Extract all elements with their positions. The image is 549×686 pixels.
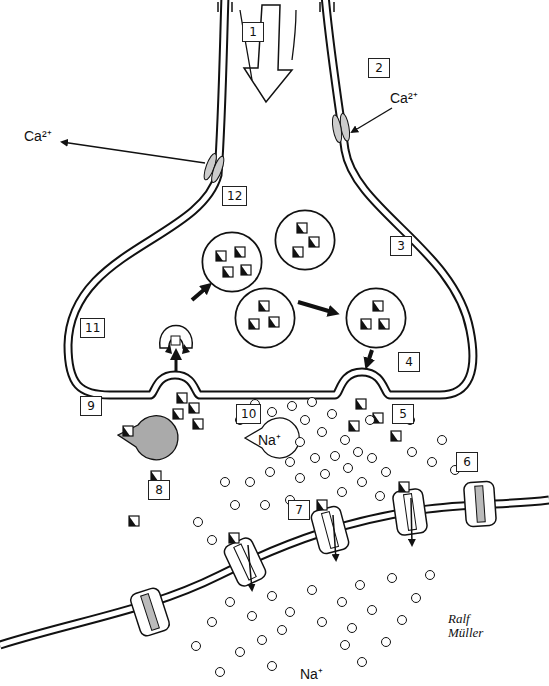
callout-number-box: 3	[390, 236, 412, 256]
callout-number: 11	[85, 321, 100, 335]
callout-number: 1	[249, 25, 257, 39]
callout-number-box: 10	[236, 404, 261, 424]
callout-number: 5	[399, 407, 407, 421]
callout-number: 12	[227, 189, 242, 203]
callout-number-box: 5	[392, 404, 414, 424]
callout-number-box: 7	[288, 500, 310, 520]
callout-number-box: 11	[80, 318, 105, 338]
callout-number-box: 1	[242, 22, 264, 42]
callout-number: 3	[397, 239, 405, 253]
callout-number-box: 4	[398, 352, 420, 372]
callout-number: 7	[295, 503, 303, 517]
ion-label: Ca²⁺	[24, 126, 74, 145]
ion-label: Na⁺	[300, 664, 340, 683]
callout-number-box: 12	[222, 186, 247, 206]
callout-number-box: 9	[80, 396, 102, 416]
ion-label: Na⁺	[258, 430, 298, 449]
ion-label: Ca²⁺	[390, 88, 440, 107]
callout-number: 8	[155, 483, 163, 497]
artist-signature: Ralf Müller	[448, 612, 496, 640]
callout-number: 2	[375, 61, 383, 75]
callout-number: 10	[241, 407, 256, 421]
callout-number: 6	[463, 455, 471, 469]
callout-number-box: 2	[368, 58, 390, 78]
callout-number: 9	[87, 399, 95, 413]
callout-number-box: 8	[148, 480, 170, 500]
callout-number: 4	[405, 355, 413, 369]
callout-number-box: 6	[456, 452, 478, 472]
